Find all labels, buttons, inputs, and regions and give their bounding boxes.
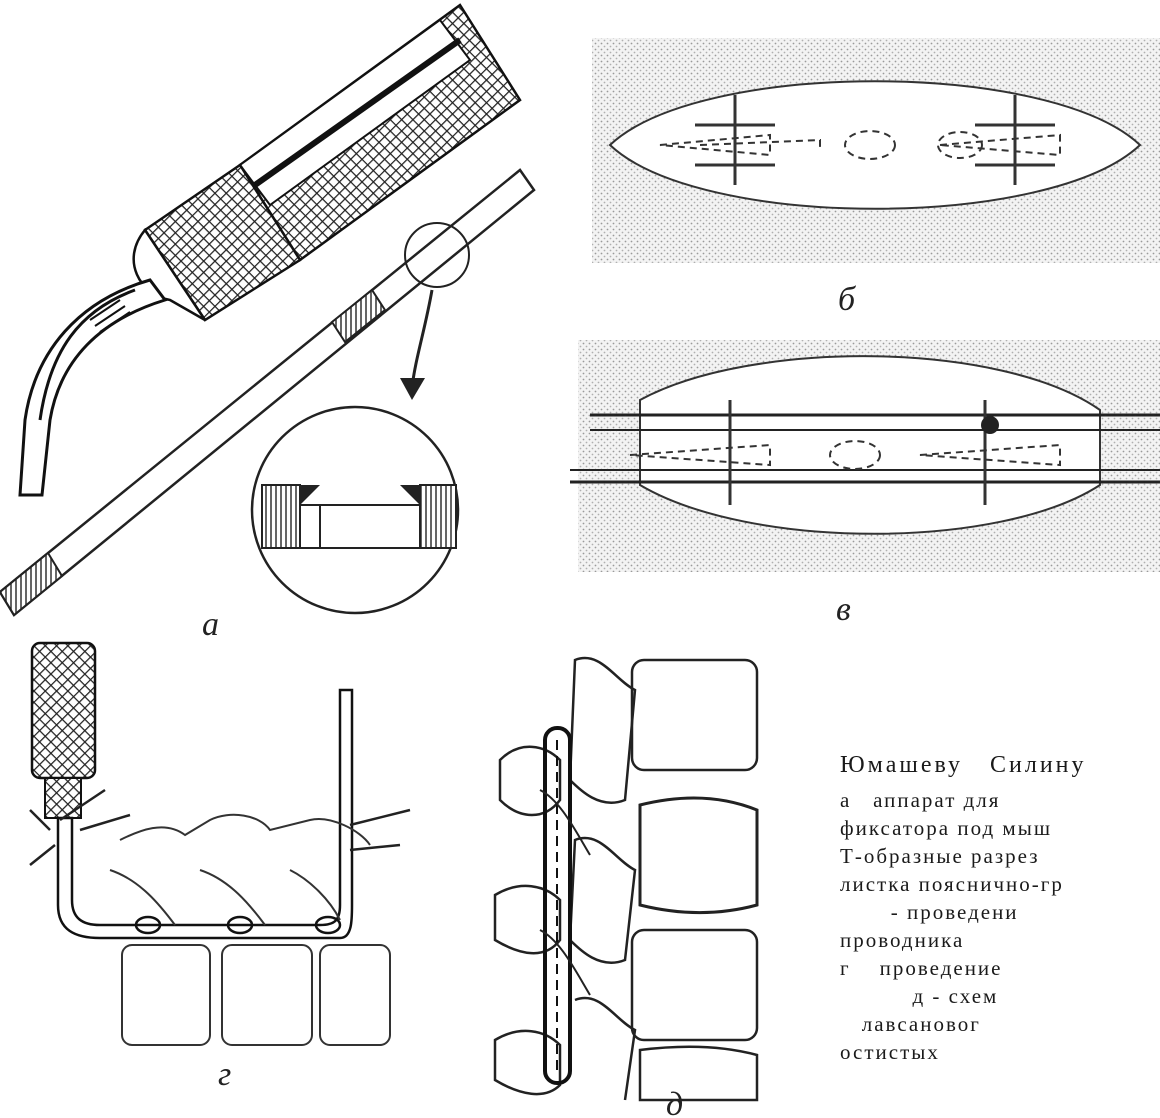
panel-b-incision <box>592 38 1160 263</box>
detail-circle <box>250 405 460 615</box>
panel-d-lavsan-loop <box>493 656 759 1102</box>
caption-line: - проведени <box>840 900 1019 924</box>
panel-g-spine-passage <box>29 641 411 1046</box>
label-v: в <box>836 591 851 628</box>
magnifier-small-circle <box>404 222 470 288</box>
incision-outline <box>608 80 1142 210</box>
caption-line: Т-образные разрез <box>840 844 1040 868</box>
guide-rod-joint <box>330 288 387 344</box>
caption-line: листка пояснично-гр <box>840 872 1064 896</box>
caption-line: д - схем <box>840 984 999 1008</box>
label-g: г <box>218 1056 231 1093</box>
caption-title: Юмашеву Силину <box>840 752 1087 778</box>
figure-caption: Юмашеву Силину а аппарат для фиксатора п… <box>840 748 1160 1066</box>
caption-line: а аппарат для <box>840 788 1001 812</box>
label-d: д <box>666 1086 683 1118</box>
label-b: б <box>838 281 857 318</box>
panel-a-instrument <box>0 3 536 617</box>
label-a: а <box>202 606 219 643</box>
guide-rod-hatched-tip <box>0 551 64 617</box>
caption-line: лавсановог <box>840 1012 981 1036</box>
lavsan-loop <box>543 726 572 1085</box>
caption-line: г проведение <box>840 956 1003 980</box>
panel-v-guide-passage <box>570 340 1160 572</box>
caption-line: фиксатора под мыш <box>840 816 1052 840</box>
handle-g <box>30 641 97 780</box>
guide-g <box>56 688 354 940</box>
handle-nose <box>132 227 207 322</box>
t-joint-detail <box>261 484 457 549</box>
incision-outline-v <box>639 355 1101 535</box>
caption-line: проводника <box>840 928 965 952</box>
arrow-head <box>400 378 425 400</box>
arrow-to-detail <box>410 289 434 389</box>
caption-line: остистых <box>840 1040 940 1064</box>
